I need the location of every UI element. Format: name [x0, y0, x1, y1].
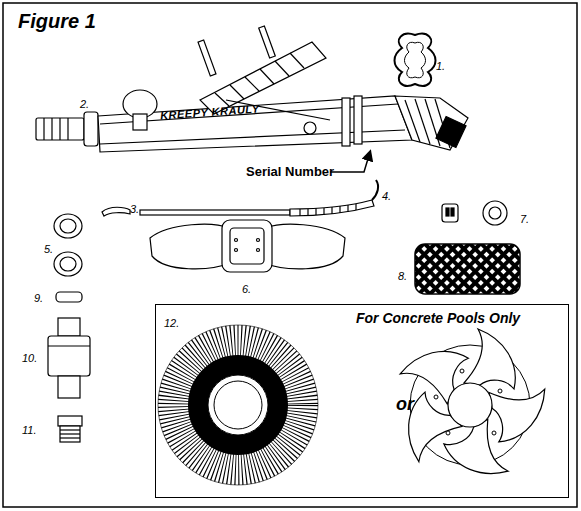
callout-number: 10. [22, 352, 37, 364]
or-text: or [396, 395, 414, 415]
callout-number: 12. [164, 317, 179, 329]
callout-number: 8. [398, 270, 407, 282]
callout-number: 7. [520, 213, 529, 225]
callout-number: 9. [34, 292, 43, 304]
callout-number: 5. [44, 243, 53, 255]
callout-number: 2. [80, 98, 89, 110]
callout-number: 11. [22, 424, 36, 436]
box-heading: For Concrete Pools Only [356, 311, 520, 326]
callout-number: 3. [130, 203, 139, 215]
callout-number: 6. [242, 283, 251, 295]
callout-number: 1. [436, 60, 445, 72]
figure-title: Figure 1 [18, 10, 96, 32]
option-box: 12. For Concrete Pools Only or [155, 304, 569, 498]
serial-number-label: Serial Number [246, 165, 334, 179]
callout-number: 4. [382, 190, 391, 202]
